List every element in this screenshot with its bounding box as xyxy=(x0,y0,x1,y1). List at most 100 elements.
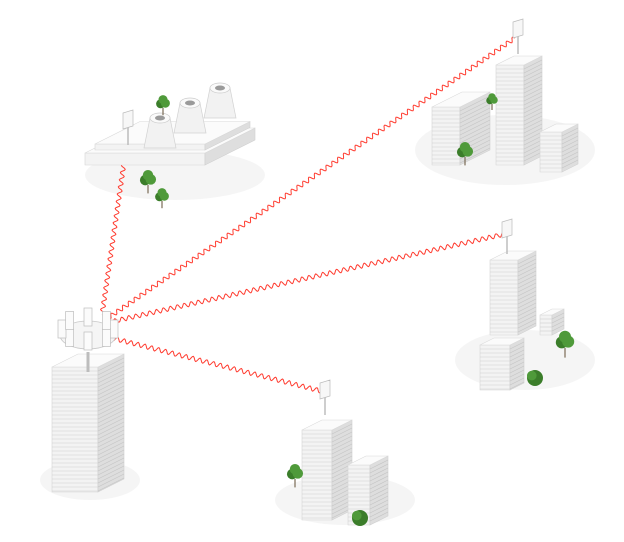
floor-line xyxy=(517,278,537,289)
hub-antenna-panel xyxy=(65,328,74,347)
factory-antenna-icon xyxy=(122,109,134,145)
floor-line xyxy=(331,427,353,439)
floor-line xyxy=(97,433,125,448)
tree-icon xyxy=(286,463,304,488)
hub-antenna-panel xyxy=(102,328,111,347)
floor-line xyxy=(97,393,125,408)
floor-line xyxy=(331,459,353,471)
buildings xyxy=(51,18,579,526)
floor-line xyxy=(523,75,543,86)
building-side-face xyxy=(369,455,389,526)
floor-line xyxy=(97,397,125,412)
tree-icon xyxy=(155,188,169,209)
floor-line xyxy=(561,139,579,149)
floor-line xyxy=(369,467,389,478)
floor-line xyxy=(523,131,543,142)
floor-line xyxy=(369,495,389,506)
floor-line xyxy=(509,349,525,358)
building-roof xyxy=(347,455,389,466)
tree-icon xyxy=(486,93,498,110)
floor-line xyxy=(459,95,491,112)
floor-line xyxy=(97,469,125,484)
tree-foliage xyxy=(488,93,496,101)
floor-line xyxy=(331,439,353,451)
floor-line xyxy=(517,318,537,329)
floor-line xyxy=(331,455,353,467)
floor-line xyxy=(459,123,491,140)
floor-line xyxy=(561,143,579,153)
right-front-building xyxy=(479,337,525,391)
building-front-face xyxy=(431,106,461,166)
floor-line xyxy=(517,302,537,313)
right-small-building xyxy=(539,308,565,336)
tree-foliage xyxy=(459,141,471,153)
floor-line xyxy=(97,389,125,404)
tree-foliage xyxy=(289,463,301,475)
building-roof xyxy=(431,91,491,108)
floor-line xyxy=(561,131,579,141)
floor-line xyxy=(523,139,543,150)
top-right-antenna-icon xyxy=(512,18,524,54)
floor-line xyxy=(517,322,537,333)
tree-foliage xyxy=(559,330,571,343)
floor-line xyxy=(561,127,579,137)
floor-line xyxy=(561,159,579,169)
hub-antenna-panel xyxy=(65,311,74,330)
ground-shadow xyxy=(455,330,595,390)
floor-line xyxy=(331,451,353,463)
floor-line xyxy=(517,314,537,325)
floor-line xyxy=(459,115,491,132)
floor-line xyxy=(369,487,389,498)
floor-line xyxy=(369,475,389,486)
floor-line xyxy=(523,135,543,146)
floor-line xyxy=(523,103,543,114)
bottom-tower xyxy=(301,419,353,521)
floor-line xyxy=(517,286,537,297)
building-roof xyxy=(539,123,579,133)
bush-icon xyxy=(527,370,543,386)
floor-line xyxy=(523,83,543,94)
floor-line xyxy=(97,453,125,468)
floor-line xyxy=(523,123,543,134)
floor-line xyxy=(369,471,389,482)
bush-icon xyxy=(352,510,368,526)
floor-line xyxy=(561,135,579,145)
floor-line xyxy=(331,435,353,447)
floor-line xyxy=(523,147,543,158)
right-antenna-icon xyxy=(501,218,513,254)
floor-line xyxy=(523,95,543,106)
top-right-tower xyxy=(495,55,543,166)
floor-line xyxy=(459,111,491,128)
floor-line xyxy=(561,155,579,165)
floor-line xyxy=(517,254,537,265)
building-roof xyxy=(479,337,525,346)
building-side-face xyxy=(97,353,125,493)
floor-line xyxy=(517,266,537,277)
floor-line xyxy=(97,405,125,420)
floor-line xyxy=(509,345,525,354)
tree-foliage xyxy=(157,188,167,198)
floor-line xyxy=(331,423,353,435)
floor-line xyxy=(517,310,537,321)
floor-line xyxy=(517,262,537,273)
hub-antenna-ring-icon xyxy=(57,307,119,372)
floor-line xyxy=(369,503,389,514)
floor-line xyxy=(517,258,537,269)
bush-foliage xyxy=(527,370,537,381)
floor-line xyxy=(523,67,543,78)
hub-antenna-panel xyxy=(83,307,93,327)
bottom-antenna-icon xyxy=(319,379,331,415)
floor-line xyxy=(509,341,525,350)
floor-line xyxy=(97,401,125,416)
floor-line xyxy=(523,127,543,138)
floor-line xyxy=(97,365,125,380)
building-roof xyxy=(301,419,353,431)
floor-line xyxy=(97,425,125,440)
link-hub-to-top-right xyxy=(107,36,516,320)
floor-line xyxy=(369,507,389,518)
floor-line xyxy=(523,71,543,82)
floor-line xyxy=(509,353,525,362)
floor-line xyxy=(551,316,565,324)
floor-line xyxy=(369,491,389,502)
building-front-face xyxy=(495,64,525,166)
